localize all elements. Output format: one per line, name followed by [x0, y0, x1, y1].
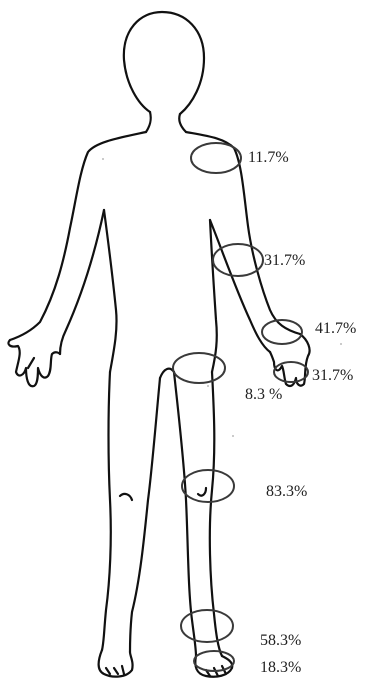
shoulder-percentage-label: 11.7% — [248, 150, 289, 166]
scan-speck — [232, 435, 234, 437]
ankle-marker — [181, 610, 233, 642]
left-leg-inner — [130, 378, 160, 652]
shoulder-marker — [191, 143, 241, 173]
left-leg-outer — [102, 372, 111, 650]
left-foot — [99, 650, 133, 677]
hand-percentage-label: 31.7% — [312, 368, 353, 384]
left-arm-outer — [10, 132, 146, 340]
knee-percentage-label: 83.3% — [266, 484, 307, 500]
crotch — [160, 369, 174, 378]
scan-speck — [102, 158, 104, 160]
hip-percentage-label: 8.3 % — [245, 387, 282, 403]
torso-right — [210, 220, 217, 372]
wrist-percentage-label: 41.7% — [315, 321, 356, 337]
foot-percentage-label: 18.3% — [260, 660, 301, 676]
right-leg-outer — [210, 372, 222, 656]
hip-marker — [173, 353, 225, 383]
head-outline — [124, 12, 204, 114]
scan-speck — [207, 385, 209, 387]
knee-marker — [182, 470, 234, 502]
neck-right — [179, 114, 186, 132]
ankle-percentage-label: 58.3% — [260, 633, 301, 649]
neck-left — [146, 112, 151, 132]
torso-left — [104, 210, 117, 372]
hand-marker — [274, 362, 308, 382]
left-arm-inner — [60, 210, 104, 354]
left-hand — [8, 340, 60, 386]
elbow-percentage-label: 31.7% — [264, 253, 305, 269]
scan-speck — [340, 343, 342, 345]
